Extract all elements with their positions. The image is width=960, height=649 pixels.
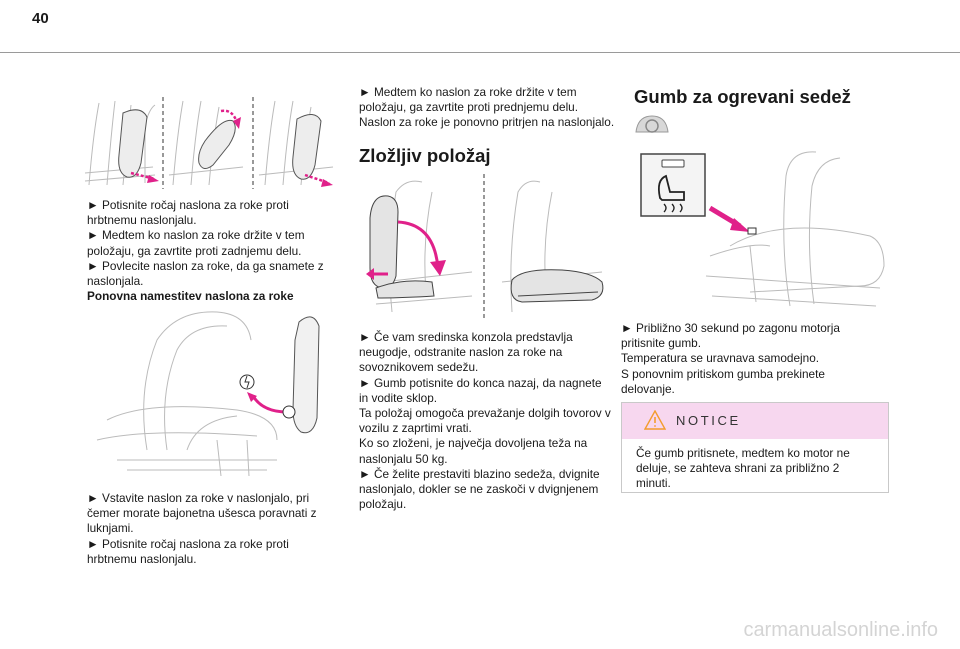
folding-seat-illustration bbox=[362, 172, 614, 320]
instruction-line: ► Vstavite naslon za roke v naslonjalo, … bbox=[87, 491, 310, 505]
instruction-line: Naslon za roke je ponovno pritrjen na na… bbox=[359, 115, 615, 130]
instruction-line: delovanje. bbox=[621, 381, 675, 396]
instruction-line: hrbtnemu naslonjalu. bbox=[87, 551, 197, 566]
warning-triangle-icon bbox=[644, 410, 666, 430]
instruction-line: in vodite sklop. bbox=[359, 390, 438, 405]
refit-instructions-continued: ► Medtem ko naslon za roke držite v tem … bbox=[359, 85, 619, 131]
instruction-line: ► Približno 30 sekund po zagonu motorja bbox=[621, 321, 840, 335]
instruction-line: ► Če vam sredinska konzola predstavlja bbox=[359, 330, 573, 344]
instruction-line: ► Potisnite ročaj naslona za roke proti bbox=[87, 536, 289, 551]
header-divider bbox=[0, 52, 960, 53]
refit-instructions: ► Vstavite naslon za roke v naslonjalo, … bbox=[87, 491, 342, 567]
instruction-line: S ponovnim pritiskom gumba prekinete bbox=[621, 366, 825, 381]
instruction-line: ► Medtem ko naslon za roke držite v tem bbox=[87, 228, 305, 243]
instruction-line: ► Povlecite naslon za roke, da ga snamet… bbox=[87, 258, 324, 273]
instruction-line: luknjami. bbox=[87, 521, 134, 536]
instruction-line: sovoznikovem sedežu. bbox=[359, 360, 479, 375]
notice-line: Če gumb pritisnete, medtem ko motor ne bbox=[636, 446, 850, 460]
footer-watermark: carmanualsonline.info bbox=[743, 619, 938, 641]
page-number: 40 bbox=[32, 10, 49, 27]
notice-box: NOTICE Če gumb pritisnete, medtem ko mot… bbox=[621, 402, 889, 493]
instruction-line: položaju, ga zavrtite proti prednjemu de… bbox=[359, 100, 579, 115]
instruction-line: Ko so zloženi, je največja dovoljena tež… bbox=[359, 436, 588, 451]
instruction-line: naslonjalu 50 kg. bbox=[359, 451, 448, 466]
section-title-heated-seat: Gumb za ogrevani sedež bbox=[634, 86, 851, 107]
instruction-line: naslonjalo, dokler se ne zaskoči v dvign… bbox=[359, 482, 599, 497]
notice-title: NOTICE bbox=[676, 413, 741, 428]
instruction-line: Temperatura se uravnava samodejno. bbox=[621, 351, 820, 366]
notice-line: deluje, se zahteva shrani za približno 2 bbox=[636, 461, 840, 476]
instruction-line: naslonjala. bbox=[87, 274, 144, 289]
instruction-line: položaju. bbox=[359, 497, 407, 512]
instruction-line: ► Če želite prestaviti blazino sedeža, d… bbox=[359, 466, 600, 481]
instruction-line: Ta položaj omogoča prevažanje dolgih tov… bbox=[359, 406, 611, 421]
heated-seat-instructions: ► Približno 30 sekund po zagonu motorja … bbox=[621, 321, 889, 397]
instruction-line: ► Gumb potisnite do konca nazaj, da nagn… bbox=[359, 375, 602, 390]
notice-header: NOTICE bbox=[622, 403, 888, 439]
instruction-line: položaju, ga zavrtite proti zadnjemu del… bbox=[87, 243, 302, 258]
instruction-line: čemer morate bajonetna ušesca poravnati … bbox=[87, 506, 317, 521]
heated-seat-button-illustration bbox=[640, 146, 890, 316]
instruction-line: vozilu z zaprtimi vrati. bbox=[359, 421, 472, 436]
armrest-refit-illustration bbox=[87, 300, 337, 480]
armrest-removal-illustration bbox=[83, 95, 341, 191]
instruction-line: hrbtnemu naslonjalu. bbox=[87, 213, 197, 228]
notice-text: Če gumb pritisnete, medtem ko motor ne d… bbox=[636, 446, 881, 492]
instruction-line: pritisnite gumb. bbox=[621, 336, 701, 351]
section-title-folding: Zložljiv položaj bbox=[359, 145, 491, 166]
refit-subheading: Ponovna namestitev naslona za roke bbox=[87, 289, 294, 304]
steering-wheel-icon bbox=[634, 112, 670, 136]
instruction-line: ► Medtem ko naslon za roke držite v tem bbox=[359, 85, 577, 99]
removal-instructions: ► Potisnite ročaj naslona za roke proti … bbox=[87, 198, 342, 304]
instruction-line: ► Potisnite ročaj naslona za roke proti bbox=[87, 198, 289, 212]
instruction-line: neugodje, odstranite naslon za roke na bbox=[359, 345, 563, 360]
notice-line: minuti. bbox=[636, 476, 671, 491]
folding-instructions: ► Če vam sredinska konzola predstavlja n… bbox=[359, 330, 619, 512]
